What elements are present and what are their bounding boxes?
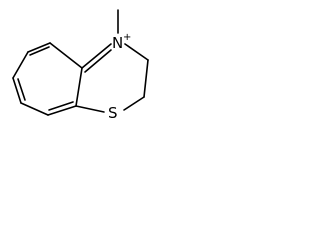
bond-c5-c6 <box>47 105 77 116</box>
bond-c3-c4-double <box>17 78 26 101</box>
bond-c7-n-double <box>84 49 112 73</box>
bond-c6-c7 <box>75 67 83 107</box>
bond-c7-n <box>81 43 112 69</box>
bond-c1-c2 <box>27 42 51 53</box>
bond-c4-c5 <box>20 102 49 116</box>
nitrogen-charge-label: + <box>123 32 131 43</box>
bond-ch2-s <box>123 96 145 111</box>
bond-n-ch2 <box>124 43 149 61</box>
bond-ch2-ch2 <box>143 59 149 98</box>
bond-s-c6 <box>75 105 105 113</box>
nitrogen-atom-label: N <box>112 34 123 52</box>
bond-c3-c4 <box>12 77 22 104</box>
molecule-structure: N + S <box>12 9 149 122</box>
bond-c5-c6-double <box>48 101 74 111</box>
bond-c2-c3 <box>12 51 29 79</box>
structure-canvas: N + S <box>0 0 164 132</box>
bond-c1-c2-double <box>29 46 50 56</box>
bond-c7-c1 <box>49 42 83 69</box>
sulfur-atom-label: S <box>108 104 118 122</box>
